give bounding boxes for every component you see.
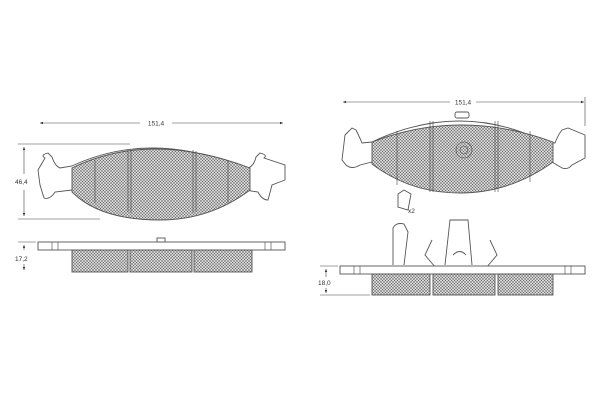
wear-indicator-quantity: x2 — [408, 208, 415, 215]
left-height-dimension: 46,4 — [15, 143, 130, 220]
left-thickness-dimension: 17,2 — [15, 241, 36, 270]
right-thickness-dimension: 18,0 — [318, 265, 370, 296]
spring-clip — [392, 223, 409, 266]
right-pad-front-view: x2 — [341, 111, 586, 215]
right-width-dimension: 151,4 — [343, 97, 586, 126]
left-width-label: 151,4 — [148, 121, 165, 128]
right-pad-side-view — [339, 219, 586, 296]
right-thickness-label: 18,0 — [318, 280, 331, 287]
left-height-label: 46,4 — [15, 179, 28, 186]
left-width-dimension: 151,4 — [40, 121, 283, 128]
left-pad-front-view — [37, 147, 286, 221]
right-width-label: 151,4 — [455, 100, 472, 107]
left-thickness-label: 17,2 — [15, 256, 28, 263]
wear-indicator-tab — [397, 189, 412, 211]
left-pad-side-view — [37, 237, 286, 273]
